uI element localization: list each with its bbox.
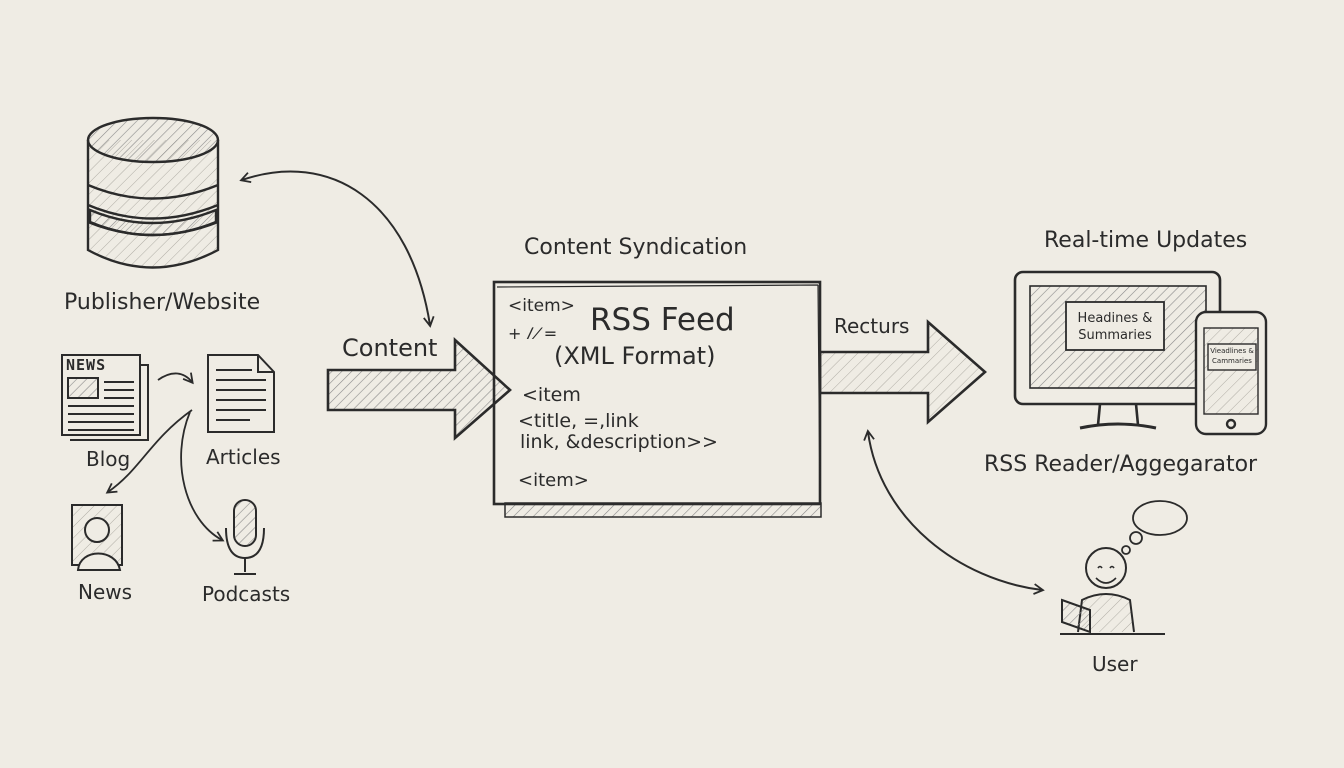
newspaper-masthead: NEWS	[66, 356, 107, 374]
feed-scribble: + 𝐼 ⁄ =	[508, 324, 558, 343]
phone-icon	[1194, 310, 1268, 436]
monitor-screen-line2: Summaries	[1078, 328, 1152, 343]
content-arrow	[326, 337, 512, 441]
feed-title: RSS Feed	[590, 302, 735, 338]
feed-title-link: <title, =,link	[518, 410, 639, 432]
thought-bubble-icon	[1121, 500, 1188, 555]
articles-document-icon	[207, 354, 275, 433]
user-reading-icon	[1060, 547, 1165, 635]
publisher-to-feed-arrow	[239, 170, 435, 328]
rss-reader-label: RSS Reader/Aggegarator	[984, 452, 1258, 477]
articles-to-podcasts-arrow	[180, 411, 225, 542]
blog-to-articles-arrow	[157, 372, 194, 385]
articles-label: Articles	[206, 445, 281, 469]
realtime-updates-label: Real-time Updates	[1044, 228, 1248, 253]
rss-feed-box	[492, 280, 822, 518]
recturs-arrow	[818, 319, 987, 425]
user-label: User	[1092, 652, 1138, 676]
feed-user-arrow	[863, 429, 1045, 595]
podcasts-label: Podcasts	[202, 582, 291, 606]
phone-screen-line1: Vieadlines &	[1210, 347, 1254, 355]
content-label: Content	[342, 334, 438, 362]
blog-label: Blog	[86, 447, 131, 471]
monitor-screen-text: Headines & Summaries	[1070, 310, 1160, 344]
news-person-icon	[71, 504, 123, 571]
feed-link-description: link, &description>>	[520, 431, 718, 453]
feed-subtitle: (XML Format)	[554, 342, 716, 370]
monitor-screen-line1: Headines &	[1077, 311, 1153, 326]
monitor-icon	[1013, 270, 1222, 430]
phone-screen-line2: Cammaries	[1212, 357, 1252, 365]
feed-item-partial: <item	[522, 384, 581, 406]
feed-item-close: <item>	[518, 470, 589, 491]
news-label: News	[78, 580, 133, 604]
phone-screen-text: Vieadlines & Cammaries	[1208, 346, 1256, 366]
newspaper-icon	[61, 354, 149, 441]
microphone-icon	[225, 499, 265, 575]
recturs-label: Recturs	[834, 314, 910, 338]
content-syndication-label: Content Syndication	[524, 235, 748, 260]
publisher-label: Publisher/Website	[64, 290, 261, 315]
articles-to-news-arrow	[105, 409, 193, 494]
database-icon	[86, 116, 220, 269]
feed-item-open: <item>	[508, 296, 575, 316]
